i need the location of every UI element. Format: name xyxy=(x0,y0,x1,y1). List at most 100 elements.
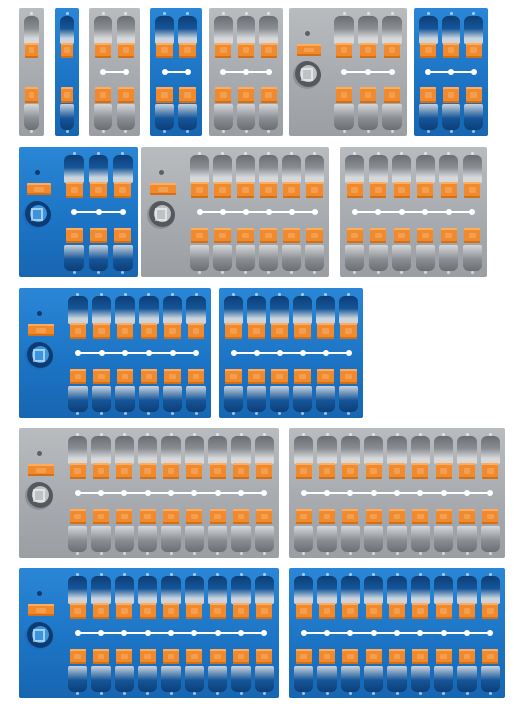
pole-marking xyxy=(395,692,399,696)
bus-bar-junction xyxy=(448,69,454,75)
wire-entry-bottom xyxy=(364,525,384,552)
wire-entry-top xyxy=(68,435,88,465)
wire-entry-bottom xyxy=(213,244,232,271)
wire-entry-top xyxy=(464,15,483,44)
bus-bar xyxy=(164,71,188,73)
pole-marking xyxy=(123,292,127,296)
lever-bottom xyxy=(388,508,406,525)
wire-entry-bottom xyxy=(259,244,278,271)
lever-top xyxy=(464,182,481,198)
lever-bottom xyxy=(295,508,312,525)
pole-marking xyxy=(347,292,350,296)
lever-bottom xyxy=(435,508,452,525)
lever-top xyxy=(383,42,401,58)
lever-bottom xyxy=(232,648,250,665)
bus-bar-junction xyxy=(324,490,330,496)
mounting-square-icon xyxy=(154,208,168,221)
wire-entry-top xyxy=(480,435,500,465)
wire-entry-bottom xyxy=(91,385,112,412)
wire-entry-top xyxy=(387,435,407,465)
pole-marking xyxy=(163,130,166,134)
wire-entry-top xyxy=(247,295,266,325)
lever-bottom xyxy=(89,227,107,244)
pole-marking xyxy=(262,692,266,696)
wire-entry-top xyxy=(282,154,301,184)
pole-marking xyxy=(313,151,316,155)
bus-bar-junction xyxy=(184,69,191,75)
bus-bar-junction xyxy=(417,490,424,496)
block-6-blue xyxy=(219,288,363,418)
pole-marking xyxy=(100,292,103,296)
lever-bottom xyxy=(318,508,336,525)
lever-top xyxy=(93,323,110,339)
lever-bottom xyxy=(260,87,277,103)
bus-bar-junction xyxy=(398,209,405,215)
lever-bottom xyxy=(295,648,312,665)
flange-lever xyxy=(27,604,55,617)
pole-marking xyxy=(442,572,446,576)
wire-entry-top xyxy=(236,15,256,44)
lever-bottom xyxy=(417,227,434,244)
lever-bottom xyxy=(238,87,254,103)
pole-marking xyxy=(146,692,150,696)
bus-bar-junction xyxy=(122,350,129,356)
wire-entry-top xyxy=(91,435,111,465)
wire-entry-bottom xyxy=(358,104,378,130)
lever-top xyxy=(260,42,277,58)
lever-top xyxy=(388,463,406,479)
lever-top xyxy=(346,182,363,198)
lever-bottom xyxy=(117,87,134,103)
pole-marking xyxy=(353,151,357,155)
wire-entry-top xyxy=(439,154,459,184)
lever-top xyxy=(238,42,254,58)
wire-entry-top xyxy=(214,15,233,44)
wire-entry-bottom xyxy=(345,244,365,271)
lever-bottom xyxy=(359,87,377,103)
pole-marking xyxy=(216,432,220,436)
lever-top xyxy=(140,323,158,339)
bus-bar-junction xyxy=(300,490,307,496)
pole-marking xyxy=(348,432,352,436)
lever-bottom xyxy=(116,508,133,525)
bus-bar-junction xyxy=(119,209,126,215)
wire-entry-top xyxy=(114,435,134,465)
pole-marking xyxy=(342,130,346,134)
block-1-blue xyxy=(55,8,79,136)
block-6-gray xyxy=(340,147,487,277)
pole-marking xyxy=(97,271,100,275)
pole-marking xyxy=(301,412,304,416)
wire-entry-bottom xyxy=(236,104,256,130)
lever-top xyxy=(95,42,112,58)
pole-marking xyxy=(267,130,271,134)
pole-marking xyxy=(122,572,126,576)
pole-marking xyxy=(267,12,271,16)
pole-marking xyxy=(198,151,201,155)
block-9-blue xyxy=(289,568,505,698)
pole-marking xyxy=(372,552,376,556)
lever-bottom xyxy=(335,87,353,103)
lever-top xyxy=(318,603,336,619)
wire-entry-top xyxy=(178,15,197,44)
mounting-hole-icon xyxy=(24,621,53,650)
wire-entry-bottom xyxy=(224,385,243,412)
wire-entry-bottom xyxy=(231,525,251,552)
bus-bar-junction xyxy=(365,69,371,75)
lever-top xyxy=(340,323,357,339)
wire-entry-top xyxy=(190,154,209,184)
bus-bar-junction xyxy=(191,630,198,636)
lever-top xyxy=(92,603,110,619)
bus-bar xyxy=(199,211,315,213)
bus-bar-junction xyxy=(351,209,358,215)
pole-marking xyxy=(216,552,220,556)
pole-marking xyxy=(221,271,224,275)
lever-top xyxy=(89,182,107,198)
lever-top xyxy=(295,463,312,479)
wire-entry-top xyxy=(68,575,88,605)
bus-bar-junction xyxy=(299,350,306,356)
pole-marking xyxy=(123,412,127,416)
wire-entry-bottom xyxy=(190,244,209,271)
bus-bar-junction xyxy=(322,350,329,356)
block-3-gray-flange xyxy=(289,8,407,136)
wire-entry-bottom xyxy=(161,525,181,552)
pole-marking xyxy=(239,432,243,436)
